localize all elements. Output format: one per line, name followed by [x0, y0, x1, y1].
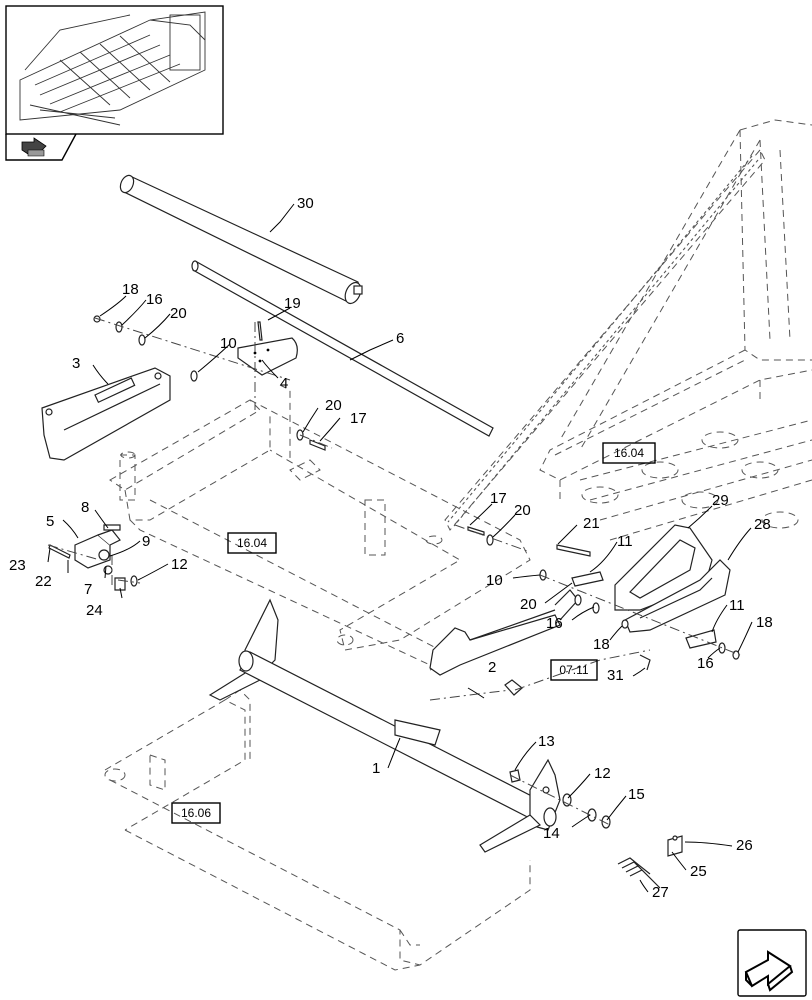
callout-18[interactable]: 18 [593, 636, 610, 653]
callout-14[interactable]: 14 [543, 825, 560, 842]
callout-12[interactable]: 12 [594, 765, 611, 782]
callout-18[interactable]: 18 [122, 281, 139, 298]
plate-part-28[interactable] [624, 559, 731, 633]
leader-lines [47, 203, 753, 893]
callout-5[interactable]: 5 [46, 513, 54, 530]
callout-20[interactable]: 20 [325, 397, 342, 414]
reference-label: 07.11 [559, 663, 588, 677]
callout-7[interactable]: 7 [84, 581, 92, 598]
callout-24[interactable]: 24 [86, 602, 103, 619]
reference-box-16-04-upper[interactable]: 16.04 [602, 442, 656, 464]
reference-box-16-04-lower[interactable]: 16.04 [227, 532, 277, 554]
drive-chain[interactable] [444, 149, 766, 531]
navigation-arrow-icon[interactable] [737, 929, 807, 997]
callout-18[interactable]: 18 [756, 614, 773, 631]
callout-21[interactable]: 21 [583, 515, 600, 532]
callout-12[interactable]: 12 [171, 556, 188, 573]
reference-label: 16.06 [181, 806, 211, 820]
callout-28[interactable]: 28 [754, 516, 771, 533]
callout-9[interactable]: 9 [142, 533, 150, 550]
callout-26[interactable]: 26 [736, 837, 753, 854]
callout-15[interactable]: 15 [628, 786, 645, 803]
reference-box-07-11[interactable]: 07.11 [550, 659, 598, 681]
callout-3[interactable]: 3 [72, 355, 80, 372]
exploded-view-icon[interactable] [5, 133, 77, 161]
callout-17[interactable]: 17 [490, 490, 507, 507]
roller-part-30[interactable] [118, 173, 364, 306]
hardware-right[interactable] [467, 526, 740, 696]
arm-part-2[interactable] [429, 589, 579, 676]
shaft-part-6[interactable] [191, 260, 494, 437]
callout-23[interactable]: 23 [9, 557, 26, 574]
assembly-centerlines [47, 317, 741, 826]
callout-4[interactable]: 4 [280, 375, 288, 392]
callout-16[interactable]: 16 [146, 291, 163, 308]
bracket-part-3[interactable] [41, 367, 171, 461]
carriage-frame-lower[interactable] [104, 689, 531, 971]
callout-10[interactable]: 10 [486, 572, 503, 589]
axle-part-1[interactable] [208, 598, 561, 853]
callout-1[interactable]: 1 [372, 760, 380, 777]
reference-label: 16.04 [614, 446, 644, 460]
callout-16[interactable]: 16 [546, 615, 563, 632]
callout-27[interactable]: 27 [652, 884, 669, 901]
reference-label: 16.04 [237, 536, 267, 550]
callout-6[interactable]: 6 [396, 330, 404, 347]
callout-25[interactable]: 25 [690, 863, 707, 880]
part-callouts: 30 18 16 20 19 6 3 10 4 20 17 8 5 9 23 2… [9, 195, 773, 901]
callout-8[interactable]: 8 [81, 499, 89, 516]
thumbnail-overview[interactable] [5, 5, 224, 135]
callout-16[interactable]: 16 [697, 655, 714, 672]
callout-11[interactable]: 11 [617, 533, 633, 550]
callout-17[interactable]: 17 [350, 410, 367, 427]
reference-box-16-06[interactable]: 16.06 [171, 802, 221, 824]
callout-2[interactable]: 2 [488, 659, 496, 676]
machine-side-frame[interactable] [539, 119, 812, 541]
callout-20[interactable]: 20 [170, 305, 187, 322]
latch-assembly[interactable] [48, 524, 138, 591]
connector-assembly[interactable] [617, 835, 683, 889]
carriage-frame-upper[interactable] [109, 384, 531, 671]
callout-10[interactable]: 10 [220, 335, 237, 352]
callout-20[interactable]: 20 [520, 596, 537, 613]
callout-13[interactable]: 13 [538, 733, 555, 750]
callout-20[interactable]: 20 [514, 502, 531, 519]
callout-29[interactable]: 29 [712, 492, 729, 509]
guard-part-4[interactable] [237, 337, 298, 376]
callout-31[interactable]: 31 [607, 667, 624, 684]
callout-30[interactable]: 30 [297, 195, 314, 212]
callout-11[interactable]: 11 [729, 597, 745, 614]
callout-19[interactable]: 19 [284, 295, 301, 312]
thumbnail-conveyor-sketch [19, 11, 206, 126]
callout-22[interactable]: 22 [35, 573, 52, 590]
